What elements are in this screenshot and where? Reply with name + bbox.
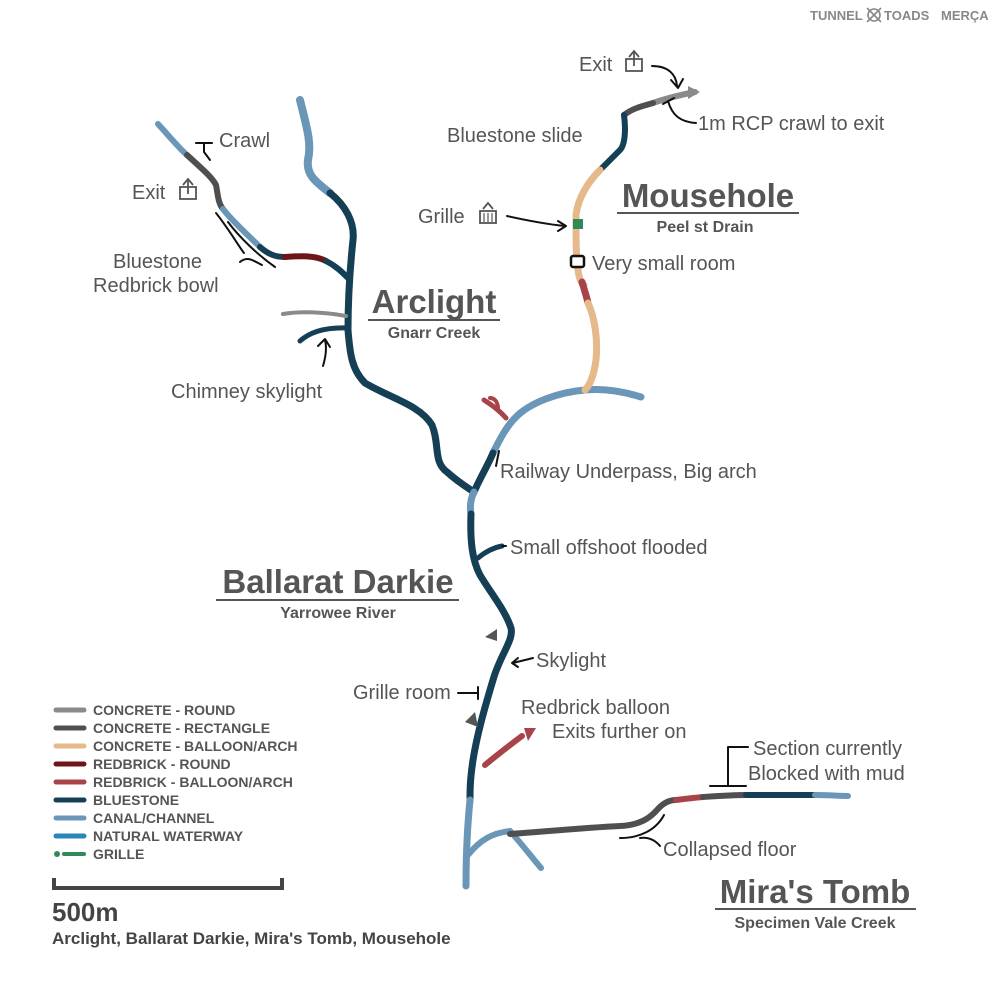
legend-item: CANAL/CHANNEL <box>53 810 215 826</box>
legend-label: NATURAL WATERWAY <box>93 828 244 844</box>
arclight-top-canal <box>296 96 334 197</box>
subtitle-specimen-vale-creek: Specimen Vale Creek <box>735 915 896 932</box>
arclight-left-bluestone <box>257 244 288 260</box>
label-railway: Railway Underpass, Big arch <box>500 461 757 483</box>
mira-canal <box>812 792 851 799</box>
scale-caption: Arclight, Ballarat Darkie, Mira's Tomb, … <box>52 929 451 948</box>
map-legend: CONCRETE - ROUND CONCRETE - RECTANGLE CONC… <box>53 702 298 862</box>
legend-item: CONCRETE - RECTANGLE <box>53 720 270 736</box>
scale-distance: 500m <box>52 897 119 927</box>
legend-item: CONCRETE - ROUND <box>53 702 235 718</box>
label-rcp-crawl: 1m RCP crawl to exit <box>698 113 885 135</box>
legend-item: REDBRICK - BALLOON/ARCH <box>53 774 293 790</box>
arclight-main-bluestone <box>326 189 478 496</box>
map-labels: Crawl Exit Bluestone Redbrick bowl Chimn… <box>93 49 905 861</box>
label-grille: Grille <box>418 206 465 228</box>
label-crawl: Crawl <box>219 130 270 152</box>
subtitle-gnarr-creek: Gnarr Creek <box>388 325 481 342</box>
arclight-left-canal <box>220 206 263 250</box>
label-redbrick-bowl: Redbrick bowl <box>93 275 219 297</box>
legend-item: CONCRETE - BALLOON/ARCH <box>53 738 298 754</box>
ballarat-redbrick-arch-upper <box>481 397 509 421</box>
legend-label: GRILLE <box>93 846 144 862</box>
title-mousehole: Mousehole <box>622 177 794 214</box>
legend-swatch-dot <box>54 851 60 857</box>
title-arclight: Arclight <box>372 283 497 320</box>
ballarat-bottom-canal <box>462 796 474 890</box>
legend-item: NATURAL WATERWAY <box>53 828 244 844</box>
label-collapsed-floor: Collapsed floor <box>663 839 797 861</box>
arclight-tunnels <box>155 96 478 496</box>
skylight-arrow-marker <box>485 629 497 641</box>
exit-icon <box>625 49 643 72</box>
grille-room-arrow-marker <box>465 712 478 727</box>
label-exit-top: Exit <box>579 54 613 76</box>
legend-item: BLUESTONE <box>53 792 179 808</box>
label-exit-left: Exit <box>132 182 166 204</box>
arclight-crawl-canal <box>155 121 190 158</box>
legend-label: CONCRETE - BALLOON/ARCH <box>93 738 298 754</box>
subtitle-peel-st-drain: Peel st Drain <box>657 219 754 236</box>
brand-merca: MERÇA <box>941 8 989 23</box>
scale-bar: 500m Arclight, Ballarat Darkie, Mira's T… <box>52 878 451 948</box>
ballarat-redbrick-arch <box>482 733 525 768</box>
brand-logo: TUNNEL TOADS MERÇA <box>810 7 989 23</box>
label-exits-further: Exits further on <box>552 721 687 743</box>
brand-tunnel: TUNNEL <box>810 8 863 23</box>
subtitle-yarrowee-river: Yarrowee River <box>280 605 396 622</box>
title-ballarat-darkie: Ballarat Darkie <box>222 563 453 600</box>
exit-icon <box>179 177 197 200</box>
mousehole-grille-marker <box>573 219 583 229</box>
label-skylight: Skylight <box>536 650 606 672</box>
legend-label: REDBRICK - ROUND <box>93 756 231 772</box>
mousehole-bluestone-slide <box>597 112 628 173</box>
label-section-blocked-2: Blocked with mud <box>748 763 905 785</box>
legend-label: CONCRETE - ROUND <box>93 702 235 718</box>
legend-item: GRILLE <box>54 846 144 862</box>
mousehole-tunnels <box>569 86 700 394</box>
label-offshoot: Small offshoot flooded <box>510 537 708 559</box>
mira-concrete-rect-2 <box>700 792 749 800</box>
legend-label: CANAL/CHANNEL <box>93 810 215 826</box>
mousehole-arch-lower <box>581 299 601 394</box>
ballarat-trunk-bluestone-2 <box>466 510 515 804</box>
title-miras-tomb: Mira's Tomb <box>720 873 911 910</box>
small-room-marker <box>569 254 586 269</box>
arclight-redbrick-round <box>282 253 329 264</box>
ballarat-bottom-fork-left <box>465 828 513 858</box>
label-chimney-skylight: Chimney skylight <box>171 381 323 403</box>
mira-tunnels <box>507 791 851 837</box>
mousehole-concrete-rect <box>621 100 656 118</box>
label-redbrick-balloon: Redbrick balloon <box>521 697 670 719</box>
ballarat-offshoot <box>475 543 505 561</box>
ballarat-redbrick-arch-upper-b <box>488 396 500 411</box>
label-bluestone-slide: Bluestone slide <box>447 125 583 147</box>
system-titles: Arclight Gnarr Creek Mousehole Peel st D… <box>216 177 916 932</box>
mira-concrete-rect <box>507 797 679 837</box>
ballarat-trunk-bluestone-1 <box>470 449 497 496</box>
grille-icon <box>479 201 497 224</box>
mousehole-exit-arrow <box>688 86 700 99</box>
legend-label: REDBRICK - BALLOON/ARCH <box>93 774 293 790</box>
legend-label: BLUESTONE <box>93 792 179 808</box>
legend-item: REDBRICK - ROUND <box>53 756 231 772</box>
mira-redbrick-arch <box>673 794 706 803</box>
arclight-right-join <box>323 258 351 281</box>
arclight-concrete-round-branch <box>281 310 348 318</box>
label-bluestone: Bluestone <box>113 251 202 273</box>
legend-label: CONCRETE - RECTANGLE <box>93 720 270 736</box>
annotation-lines <box>195 65 749 847</box>
arclight-crawl-concrete <box>184 152 226 212</box>
redbrick-arrow-head <box>524 728 536 741</box>
arclight-bluestone-side <box>297 325 351 344</box>
brand-icon <box>866 7 882 23</box>
label-grille-room: Grille room <box>353 682 451 704</box>
ballarat-railway-canal <box>489 386 645 457</box>
label-section-blocked-1: Section currently <box>753 738 902 760</box>
brand-toads: TOADS <box>884 8 930 23</box>
ballarat-tunnels <box>462 386 645 890</box>
label-small-room: Very small room <box>592 253 735 275</box>
